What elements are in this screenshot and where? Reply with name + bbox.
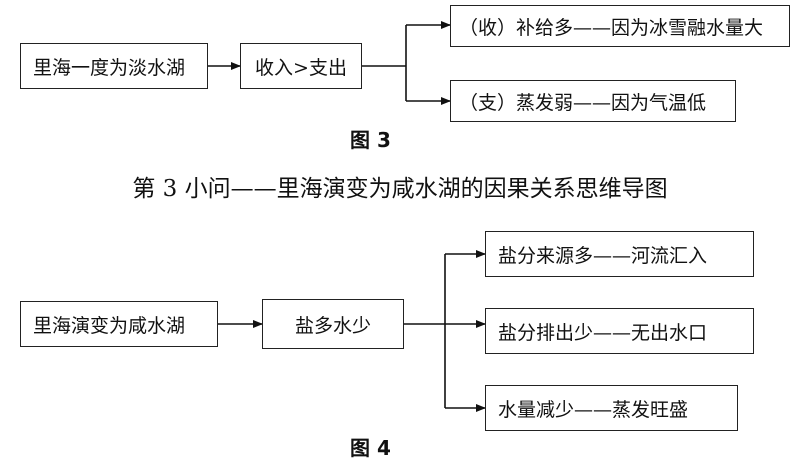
fig4-branch-label-2: 盐分排出少——无出水口: [498, 321, 708, 344]
fig4-middle-label: 盐多水少: [294, 314, 371, 337]
section-title: 第 3 小问——里海演变为咸水湖的因果关系思维导图: [132, 176, 668, 202]
fig4-middle-node: 盐多水少: [262, 299, 404, 349]
fig4-caption: 图 4: [350, 436, 391, 460]
fig3-caption: 图 3: [350, 128, 391, 152]
fig3-branch-label-1: （收）补给多——因为冰雪融水量大: [459, 16, 764, 39]
fig4-root-node: 里海演变为咸水湖: [20, 301, 218, 347]
fig3-middle-label: 收入>支出: [255, 56, 347, 79]
fig3-root-node: 里海一度为淡水湖: [20, 43, 208, 89]
fig3-root-label: 里海一度为淡水湖: [33, 56, 186, 79]
fig4-branch-node-1: 盐分来源多——河流汇入: [485, 231, 754, 277]
fig3-branch-label-2: （支）蒸发弱——因为气温低: [459, 91, 707, 114]
fig4-branch-label-1: 盐分来源多——河流汇入: [498, 244, 708, 267]
fig4-branch-node-3: 水量减少——蒸发旺盛: [485, 385, 738, 431]
fig4-branch-label-3: 水量减少——蒸发旺盛: [498, 398, 689, 421]
fig3-branch-node-1: （收）补给多——因为冰雪融水量大: [450, 5, 790, 47]
fig3-branch-node-2: （支）蒸发弱——因为气温低: [450, 80, 736, 122]
fig4-root-label: 里海演变为咸水湖: [33, 314, 186, 337]
fig3-middle-node: 收入>支出: [240, 43, 362, 89]
fig4-branch-node-2: 盐分排出少——无出水口: [485, 308, 754, 354]
